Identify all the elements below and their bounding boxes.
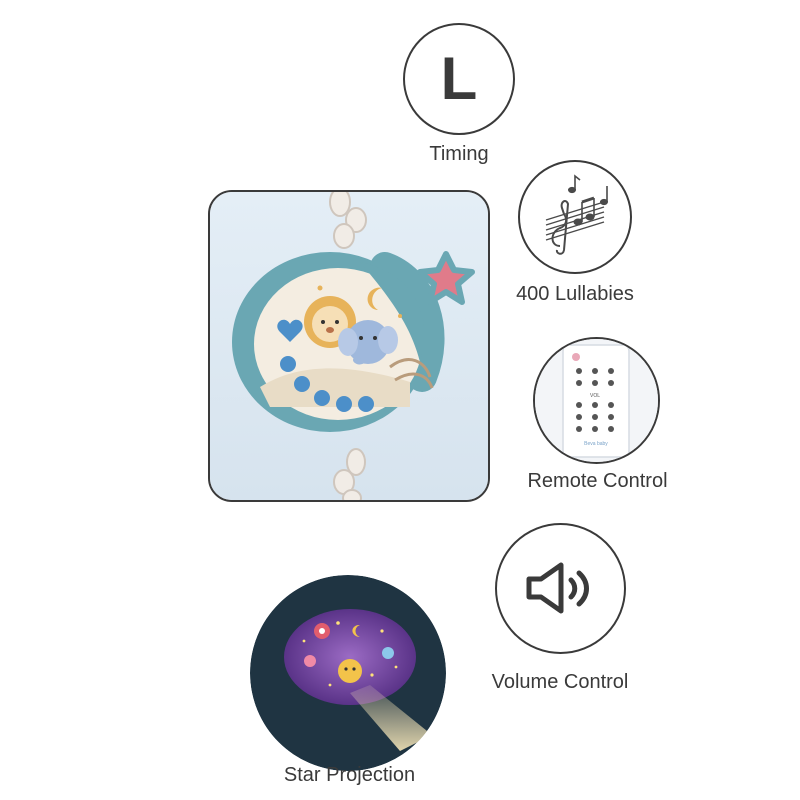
star-projection-image [250,575,446,771]
music-box-device-image [210,192,488,500]
projection-label: Star Projection [283,764,416,786]
timing-label: Timing [429,143,489,165]
product-image-frame [208,190,490,502]
timing-icon-circle: L [403,23,515,135]
volume-icon-circle [495,523,626,654]
remote-brand-text: Beva baby [584,441,608,447]
remote-icon-circle: VOL Beva baby [533,337,660,464]
remote-control-icon: VOL Beva baby [535,339,658,462]
volume-label: Volume Control [491,671,629,693]
speaker-volume-icon [526,562,589,614]
remote-vol-text: VOL [590,393,600,399]
remote-label: Remote Control [527,470,668,492]
lullabies-label: 400 Lullabies [516,283,634,305]
lullabies-icon-circle [518,160,632,274]
projection-icon-circle [250,575,446,771]
music-notes-icon [545,174,608,255]
clock-l-icon: L [440,45,478,112]
